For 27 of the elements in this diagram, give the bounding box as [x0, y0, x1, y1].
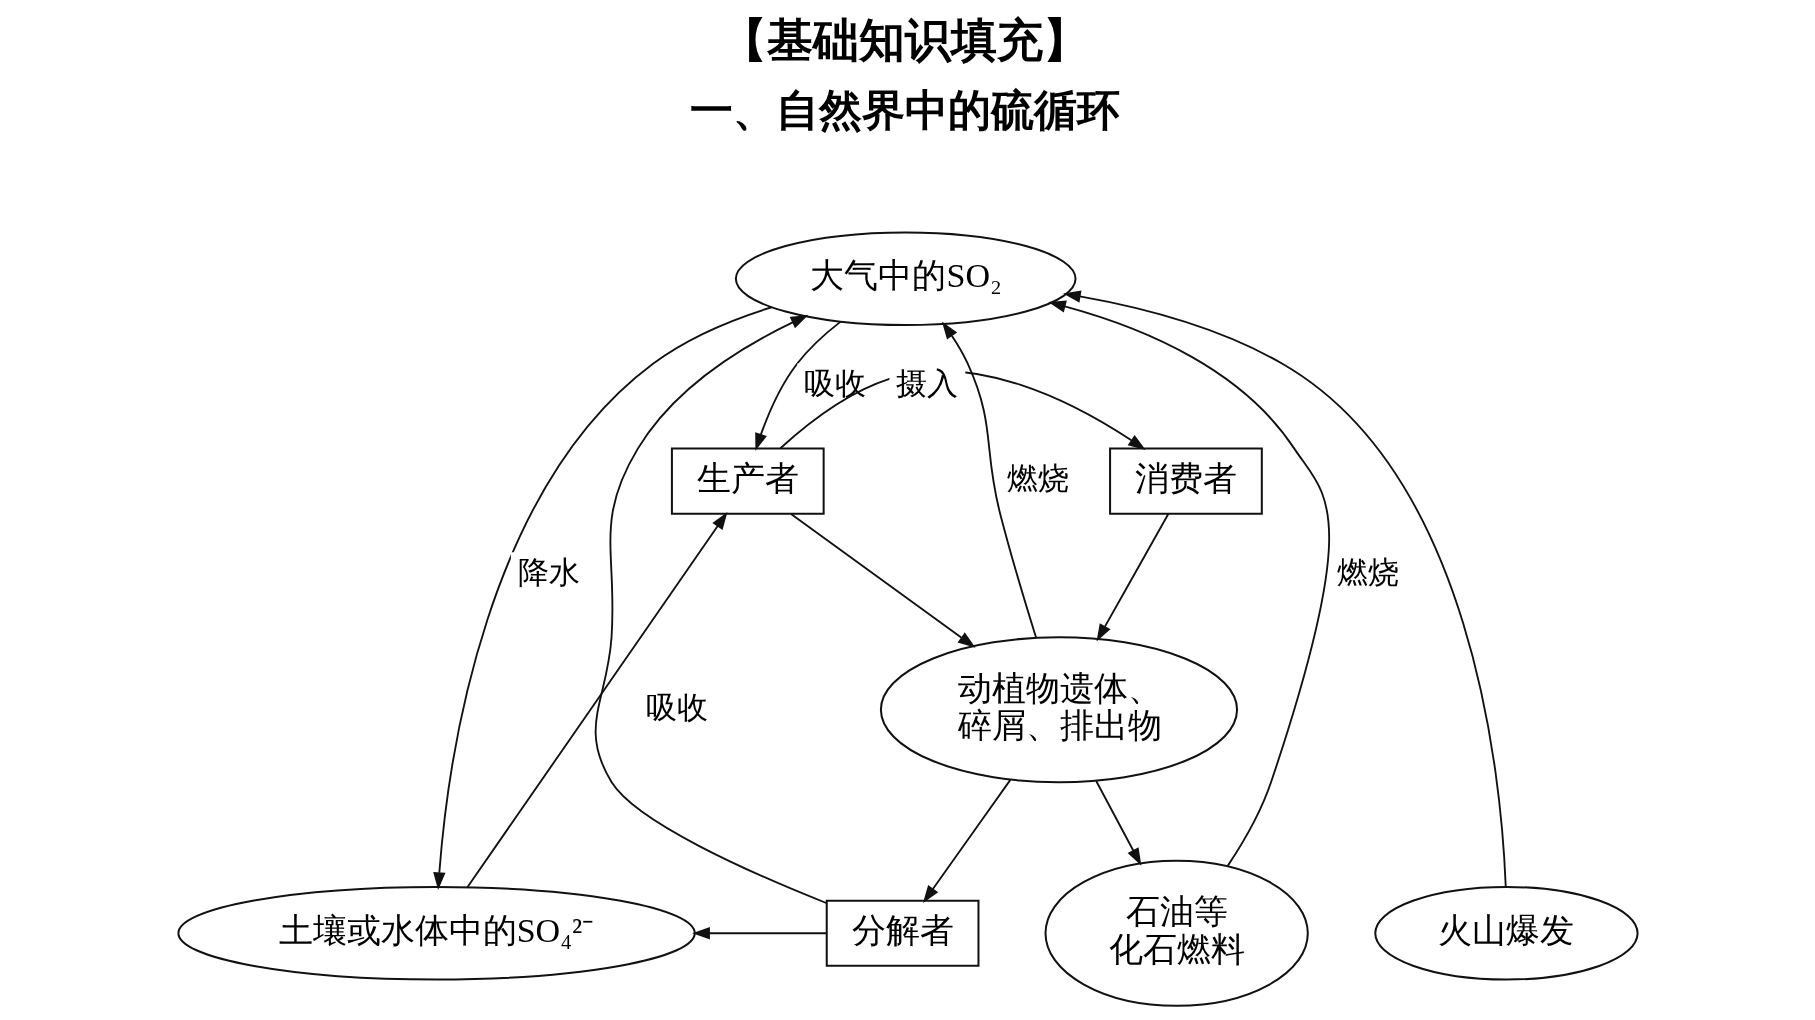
arrow: [691, 927, 827, 940]
node-ellipse: 石油等化石燃料: [1044, 859, 1309, 1007]
arrow: [1062, 290, 1507, 889]
edge-label: 降水: [517, 555, 580, 591]
arrow: [922, 778, 1011, 903]
edge-label: 摄入: [895, 366, 958, 402]
arrow: [789, 513, 975, 648]
arrow: [1047, 300, 1330, 867]
node-ellipse: 土壤或水体中的SO₄²⁻: [176, 885, 696, 981]
edge-label: 燃烧: [1006, 460, 1069, 496]
node-box: 分解者: [825, 899, 979, 967]
node-box: 生产者: [670, 447, 825, 515]
arrow: [1094, 780, 1141, 866]
arrow: [465, 511, 727, 889]
node-ellipse: 火山爆发: [1373, 885, 1639, 981]
arrow: [432, 306, 773, 890]
diagram-title: 【基础知识填充】: [720, 13, 1089, 68]
edge-label: 吸收: [645, 689, 708, 725]
node-ellipse: 动植物遗体、碎屑、排出物: [879, 636, 1238, 784]
arrow: [754, 320, 842, 451]
label: 一、自然界中的硫循环: [689, 85, 1120, 136]
node-box: 消费者: [1108, 447, 1263, 515]
arrow: [1096, 513, 1169, 642]
edge-label: 吸收: [803, 366, 866, 402]
edge-label: 燃烧: [1336, 555, 1399, 591]
arrow: [594, 315, 827, 904]
arrow: [941, 321, 1037, 639]
